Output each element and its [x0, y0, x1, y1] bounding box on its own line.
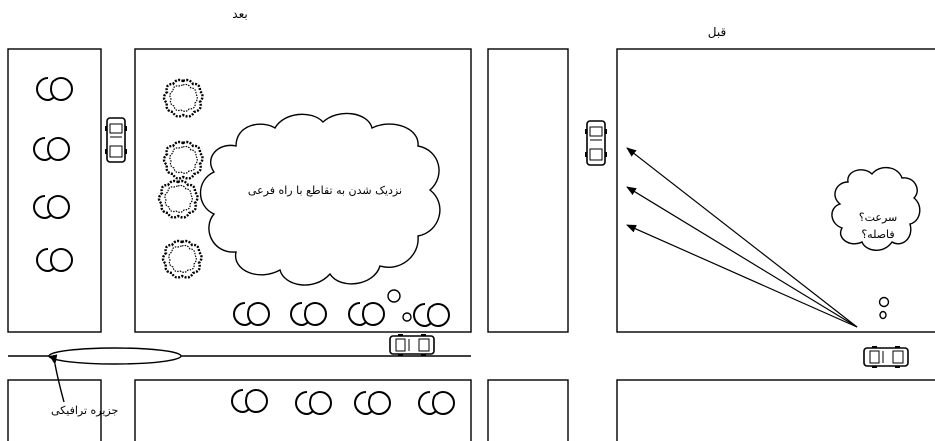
thought-bubble — [387, 289, 401, 303]
tree-pair-icon — [418, 391, 455, 415]
before-panel: قبل سرعت؟ فاصله؟ — [487, 25, 935, 441]
island-label: جزیره ترافیکی — [51, 404, 118, 417]
car-top-view-icon — [863, 345, 909, 369]
scribble-bush-icon — [161, 239, 203, 279]
tree-pair-icon — [354, 391, 391, 415]
tree-pair-icon — [33, 195, 70, 219]
block-top-right — [134, 48, 472, 333]
block-bottom-left — [7, 379, 102, 441]
arrow-icon — [626, 186, 858, 328]
scribble-bush-icon — [157, 179, 199, 219]
car-top-view-icon — [584, 120, 608, 166]
thought-text-line2: فاصله؟ — [861, 228, 894, 241]
block-top-left — [7, 48, 102, 333]
block-bottom-right — [616, 379, 935, 441]
tree-pair-icon — [231, 389, 268, 413]
thought-bubble — [402, 312, 412, 322]
block-top-right — [616, 48, 935, 333]
thought-text-line1: سرعت؟ — [859, 211, 898, 224]
thought-bubble — [878, 296, 890, 308]
block-bottom-left — [487, 379, 569, 441]
tree-pair-icon — [36, 248, 73, 272]
thought-text: نزدیک شدن به تقاطع با راه فرعی — [248, 184, 402, 197]
scribble-bush-icon — [162, 140, 204, 180]
tree-pair-icon — [348, 302, 385, 326]
block-bottom-right — [134, 379, 472, 441]
arrow-icon — [626, 224, 858, 328]
tree-pair-icon — [413, 303, 450, 327]
traffic-island — [48, 347, 182, 365]
car-top-view-icon — [389, 333, 435, 357]
scribble-bush-icon — [162, 78, 204, 118]
thought-bubble — [879, 310, 887, 320]
tree-pair-icon — [295, 391, 332, 415]
tree-pair-icon — [290, 302, 327, 326]
thought-cloud-icon — [199, 112, 441, 286]
thought-cloud-icon — [831, 167, 921, 251]
tree-pair-icon — [233, 302, 270, 326]
after-panel-title: بعد — [232, 7, 247, 21]
island-leader-line — [49, 354, 65, 403]
tree-pair-icon — [36, 77, 73, 101]
car-top-view-icon — [104, 117, 128, 163]
block-top-left — [487, 48, 569, 333]
arrow-icon — [626, 147, 858, 328]
tree-pair-icon — [33, 137, 70, 161]
after-panel: بعد جزیره ترافیکی نز — [7, 7, 472, 441]
before-panel-title: قبل — [708, 25, 726, 39]
